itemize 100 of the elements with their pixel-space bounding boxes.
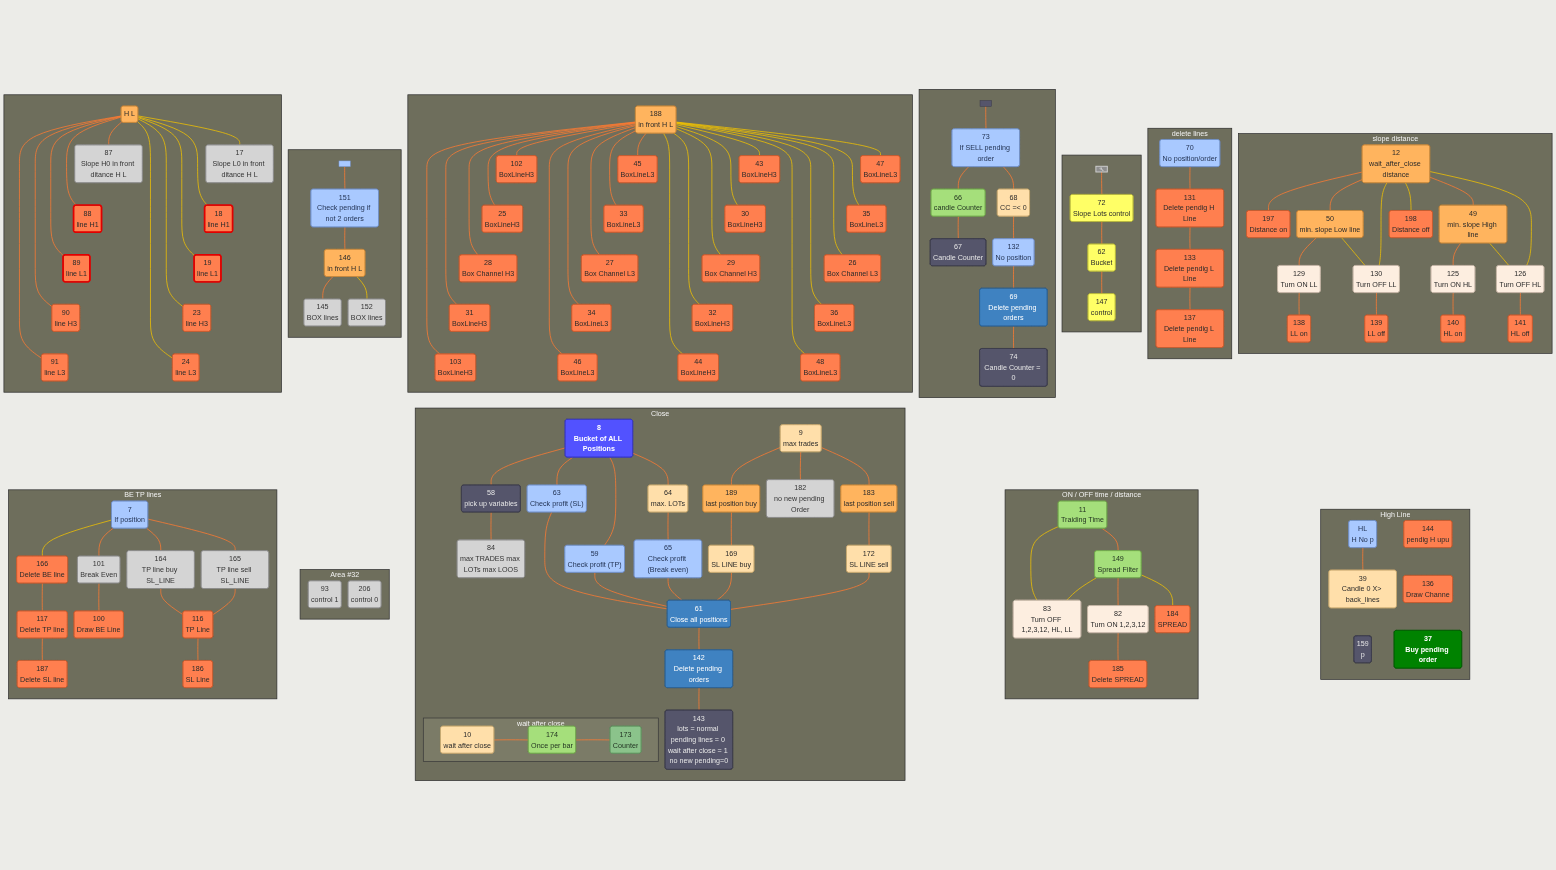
connector [1101, 528, 1119, 552]
connector [197, 637, 199, 662]
connector [147, 518, 236, 552]
connector [137, 117, 196, 257]
connector [1375, 292, 1377, 316]
cluster [287, 149, 402, 338]
connector [1429, 171, 1532, 267]
connector [575, 739, 611, 741]
connector [1066, 577, 1097, 601]
connector [1101, 171, 1103, 195]
connector [160, 588, 184, 615]
connector [675, 121, 881, 157]
cluster [3, 94, 282, 393]
connector [493, 739, 529, 741]
connector [490, 511, 492, 541]
connector [50, 116, 122, 257]
connector [41, 519, 113, 557]
connector [137, 116, 208, 206]
connector [1189, 287, 1191, 311]
connector [1003, 166, 1014, 190]
connector [698, 687, 700, 711]
connector [34, 115, 122, 308]
connector [1378, 182, 1388, 267]
cluster [918, 89, 1056, 398]
connector [146, 527, 162, 552]
connector [675, 123, 806, 355]
connector [548, 124, 636, 355]
connector [675, 128, 722, 256]
connector [675, 126, 738, 206]
cluster [407, 94, 913, 393]
connector [1329, 179, 1363, 212]
connector [108, 121, 123, 146]
connector [356, 276, 368, 300]
connector [322, 276, 334, 300]
connector [1452, 242, 1462, 267]
connector [41, 637, 43, 662]
connector [1298, 237, 1317, 267]
connector [1117, 577, 1119, 607]
connector [1013, 216, 1014, 240]
connector [426, 121, 636, 355]
connector [1429, 176, 1474, 206]
connector [730, 572, 870, 610]
connector [137, 118, 184, 308]
connector [567, 125, 636, 305]
connector [212, 588, 236, 615]
connector [821, 447, 870, 486]
connector [594, 572, 668, 607]
connector [673, 133, 700, 305]
connector [604, 457, 617, 546]
connector [1030, 526, 1059, 601]
connector [663, 133, 684, 355]
connector [1341, 237, 1366, 267]
connector [1405, 182, 1412, 212]
connector [1013, 265, 1014, 289]
connector [1013, 325, 1014, 350]
connector [1452, 292, 1454, 316]
connector [985, 105, 987, 130]
connector [19, 115, 122, 359]
connector [731, 447, 781, 486]
connector [1101, 221, 1103, 245]
connector [590, 127, 636, 256]
connector [667, 577, 683, 601]
connector [1298, 292, 1300, 316]
connector [868, 511, 870, 546]
connector [490, 447, 566, 486]
connector [556, 457, 573, 486]
connector [468, 122, 636, 256]
connector [544, 511, 668, 610]
connector [957, 216, 959, 240]
connector [137, 121, 173, 359]
connector [675, 122, 860, 206]
cluster [1061, 154, 1142, 333]
connector [667, 511, 669, 541]
connector [957, 166, 969, 190]
connector [1489, 242, 1510, 267]
connector [716, 572, 732, 601]
connector [516, 123, 636, 157]
connector [1268, 171, 1363, 212]
connector [137, 115, 241, 146]
connector [445, 121, 636, 305]
connector [41, 583, 43, 612]
connector [344, 166, 346, 190]
connector [675, 122, 822, 305]
node-box [979, 100, 992, 107]
connector [1117, 632, 1119, 662]
connector [675, 122, 843, 256]
node-box [338, 160, 351, 167]
connector [637, 133, 647, 157]
connector [698, 627, 700, 651]
connector [98, 527, 114, 557]
connector [609, 130, 636, 206]
connector [1519, 292, 1521, 316]
connector [344, 226, 346, 250]
connector [66, 116, 122, 206]
connector [98, 583, 100, 612]
connector [1101, 271, 1103, 295]
connector [675, 124, 760, 157]
connector [487, 122, 636, 206]
connector [799, 451, 802, 481]
connector [1362, 547, 1364, 571]
